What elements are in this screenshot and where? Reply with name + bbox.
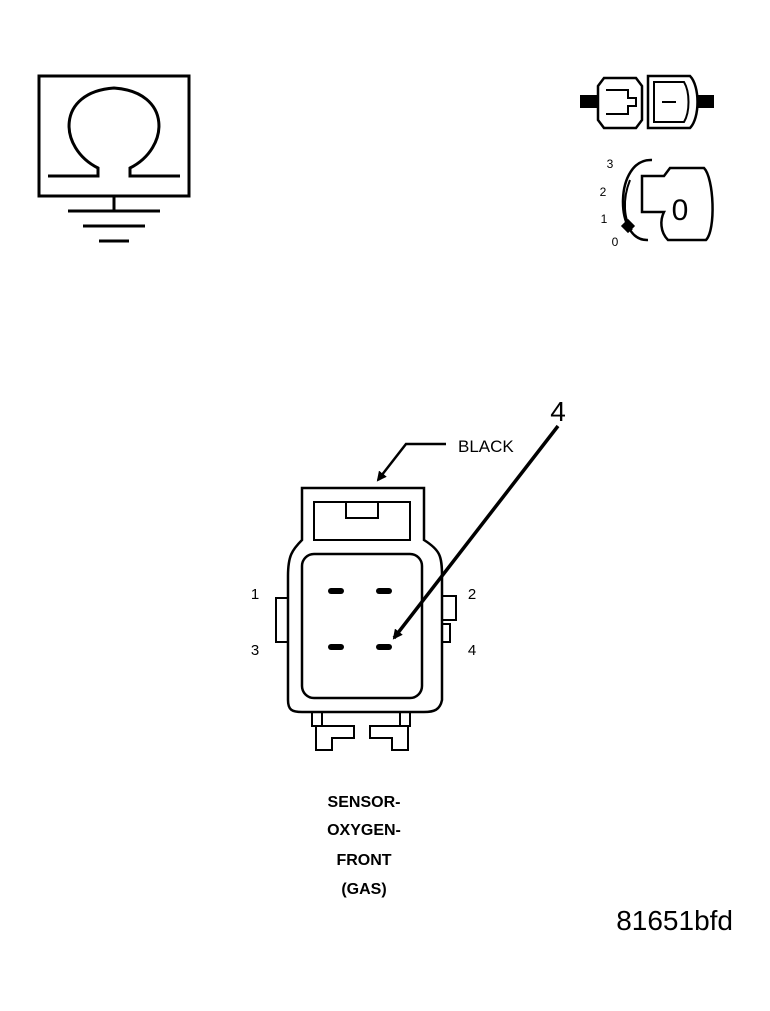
caption-line-1: SENSOR- [328,794,401,811]
pin-callout-number: 4 [550,396,566,427]
ignition-position-3: 3 [607,157,614,171]
ignition-position-0: 0 [612,235,619,249]
color-leader-arrow [376,442,446,482]
pin-label-2: 2 [468,586,476,603]
pin-cavity-1 [328,588,344,594]
pin-label-1: 1 [251,586,259,603]
ignition-position-2: 2 [600,185,607,199]
ignition-key-icon: 3 2 1 0 0 [600,157,714,249]
pin-callout-arrow [392,424,560,640]
pin-cavity-3 [328,644,344,650]
connector-body [275,486,457,751]
figure-id: 81651bfd [616,905,733,936]
pin-callout: 4 [392,396,566,640]
ohm-meter-ground-icon [37,74,191,243]
pin-label-4: 4 [468,642,476,659]
disconnected-connector-icon [580,74,714,130]
ignition-position-1: 1 [601,212,608,226]
connector-caption: SENSOR- OXYGEN- FRONT (GAS) [327,794,401,898]
connector-color-label: BLACK [458,437,514,456]
caption-line-2: OXYGEN- [327,822,401,839]
pin-label-3: 3 [251,642,259,659]
caption-line-4: (GAS) [341,881,386,898]
ignition-key-label: 0 [672,194,689,227]
color-leader: BLACK [376,437,514,482]
caption-line-3: FRONT [336,852,391,869]
pin-cavity-4 [376,644,392,650]
pin-cavity-2 [376,588,392,594]
